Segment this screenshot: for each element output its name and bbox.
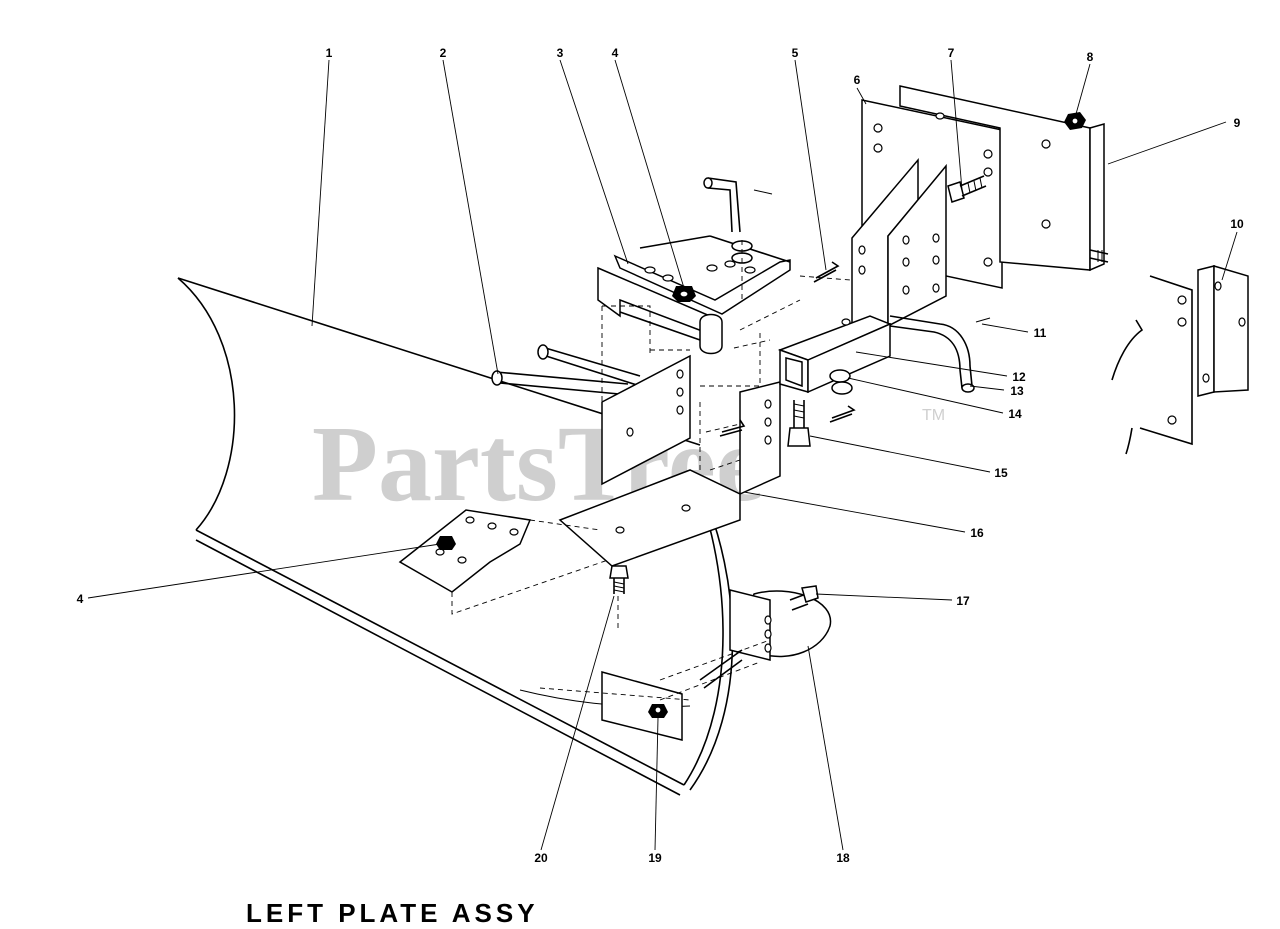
part-label: 1 (326, 46, 333, 60)
part-label: 20 (534, 851, 548, 865)
hitch-frame (777, 157, 947, 394)
part-label: 12 (1012, 370, 1026, 384)
part-label: 19 (648, 851, 662, 865)
washers-13-14 (829, 369, 853, 395)
bolt-15 (787, 400, 811, 447)
part-labels: 1 2 3 4 4 5 6 7 8 9 10 11 12 13 14 15 16… (77, 46, 1244, 865)
left-mount-bracket (601, 299, 801, 486)
hairpin-clip (813, 261, 840, 283)
part-label: 15 (994, 466, 1008, 480)
part-label: 8 (1087, 50, 1094, 64)
part-label: 7 (948, 46, 955, 60)
part-label: 4 (77, 592, 84, 606)
part-label: 18 (836, 851, 850, 865)
part-label: 9 (1234, 116, 1241, 130)
diagram-caption: LEFT PLATE ASSY (246, 898, 539, 928)
lock-pin-side (889, 315, 991, 393)
right-side-plate (1111, 264, 1249, 455)
rear-mount-bracket (899, 85, 1109, 272)
blade-mount-plate (398, 509, 609, 615)
part-label: 2 (440, 46, 447, 60)
leader-lines (87, 59, 1238, 851)
hairpin-clip-low (829, 405, 856, 423)
part-label: 5 (792, 46, 799, 60)
lock-pin-assembly (672, 177, 773, 302)
pivot-pin (491, 344, 641, 396)
nut-8 (1064, 112, 1086, 130)
part-label: 13 (1010, 384, 1024, 398)
bolt-17 (789, 585, 819, 611)
part-label: 16 (970, 526, 984, 540)
lower-blade-bracket (539, 639, 771, 741)
part-label: 3 (557, 46, 564, 60)
part-label: 11 (1034, 326, 1047, 340)
part-label: 17 (956, 594, 970, 608)
bolt-7 (947, 175, 987, 203)
watermark-trademark: TM (922, 407, 945, 424)
part-label: 14 (1008, 407, 1022, 421)
skid-shoe (699, 589, 832, 689)
channel-bracket (597, 235, 791, 355)
part-label: 10 (1230, 217, 1244, 231)
frame-plate (558, 381, 781, 567)
part-label: 6 (854, 73, 861, 87)
bolt-20 (609, 565, 629, 630)
part-label: 4 (612, 46, 619, 60)
